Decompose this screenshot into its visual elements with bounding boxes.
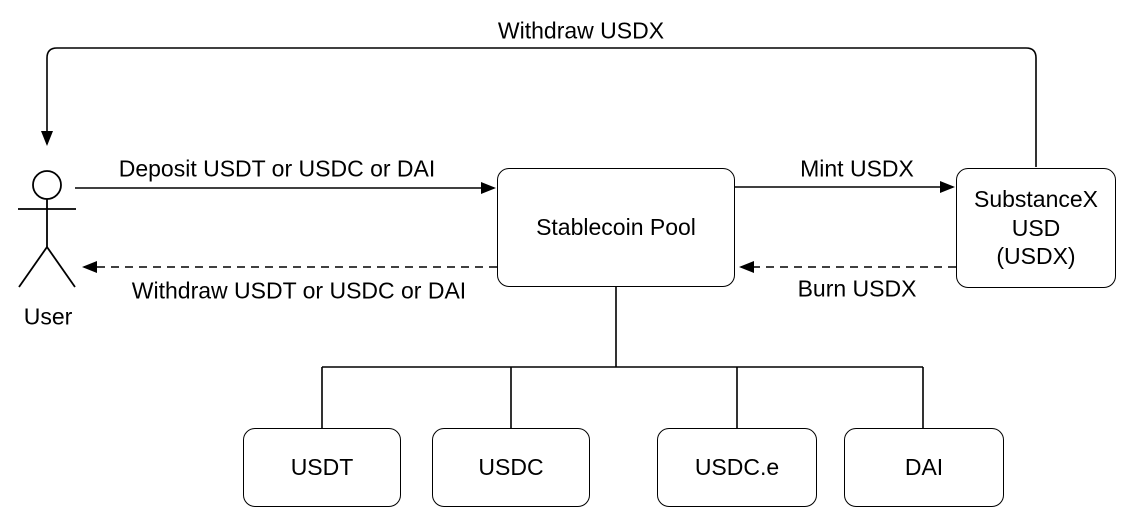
node-stablecoin-pool: Stablecoin Pool [497, 168, 735, 287]
node-usdc-e: USDC.e [657, 428, 817, 507]
user-actor-label: User [23, 303, 73, 330]
edge-deposit-label: Deposit USDT or USDC or DAI [118, 155, 436, 182]
node-dai: DAI [844, 428, 1004, 507]
node-stablecoin-pool-label: Stablecoin Pool [536, 214, 696, 241]
edge-withdraw-usdx-label: Withdraw USDX [497, 17, 665, 44]
edge-withdraw-usdx-line [41, 47, 1037, 167]
edge-burn-label: Burn USDX [797, 275, 917, 302]
node-usdt: USDT [243, 428, 401, 507]
edge-mint-label: Mint USDX [800, 155, 914, 182]
node-usdc-e-label: USDC.e [694, 454, 780, 481]
node-substancex-usd: SubstanceX USD (USDX) [956, 168, 1116, 288]
node-usdt-label: USDT [290, 454, 354, 481]
node-substancex-usd-label: SubstanceX USD (USDX) [973, 185, 1099, 270]
node-usdc-label: USDC [478, 454, 544, 481]
node-usdc: USDC [432, 428, 590, 507]
user-actor-icon [18, 170, 76, 288]
tree-connector-lines [321, 287, 924, 428]
node-dai-label: DAI [904, 454, 944, 481]
edge-withdraw-stablecoins-label: Withdraw USDT or USDC or DAI [131, 277, 467, 304]
